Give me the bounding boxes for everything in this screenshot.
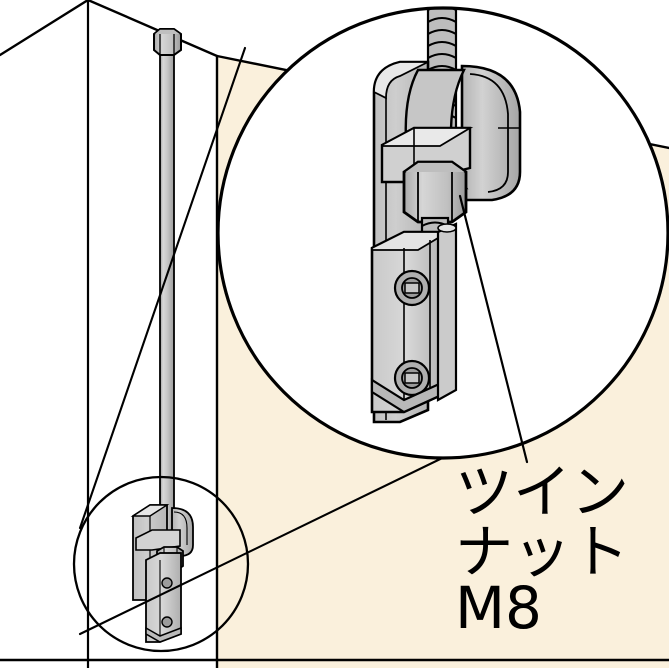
channel-top-face	[371, 231, 452, 251]
channel-rail-small	[145, 552, 182, 643]
shelf-top-face	[381, 127, 474, 147]
roller-wheel-detail	[460, 64, 522, 202]
bolt-head-lower-small	[161, 616, 173, 628]
strut-top-ellipse	[437, 223, 457, 233]
roller-highlight-small	[173, 511, 188, 545]
channel-right-strut	[436, 222, 458, 402]
ceiling-ridge	[86, 0, 219, 58]
detail-source-circle	[72, 475, 250, 653]
detail-connector-lines	[78, 46, 502, 636]
upper-tangent-line	[78, 46, 247, 530]
rod-top-hex-cap	[153, 28, 182, 56]
bolt-head-lower-detail	[393, 359, 431, 397]
callout-leader-line	[458, 194, 529, 464]
detail-circle-outline	[216, 6, 669, 460]
detail-circle-contents	[370, 8, 522, 424]
channel-rail-detail	[370, 230, 452, 414]
callout-label-line-2: ナット	[455, 518, 629, 586]
bracket-top-face-small	[130, 504, 170, 517]
bracket-plate-top-bevel	[373, 61, 429, 100]
enlarged-detail-view	[216, 6, 669, 460]
roller-inner-contour	[469, 73, 509, 193]
bracket-assembly-small-scale	[130, 504, 194, 643]
callout-label: ツイン ナット M8	[455, 458, 629, 642]
ceiling-edge-left	[0, 0, 90, 57]
callout-label-line-3: M8	[455, 574, 542, 642]
twin-nut-detail	[402, 160, 468, 224]
callout-label-line-1: ツイン	[455, 458, 629, 526]
bracket-arm-shelf-small	[135, 529, 181, 551]
lower-tangent-line	[78, 428, 502, 636]
bolt-head-upper-small	[161, 577, 173, 589]
nut-top-chamfer	[403, 161, 467, 173]
bolt-head-upper-detail	[393, 269, 431, 307]
channel-bottom-cap-small	[145, 626, 182, 643]
